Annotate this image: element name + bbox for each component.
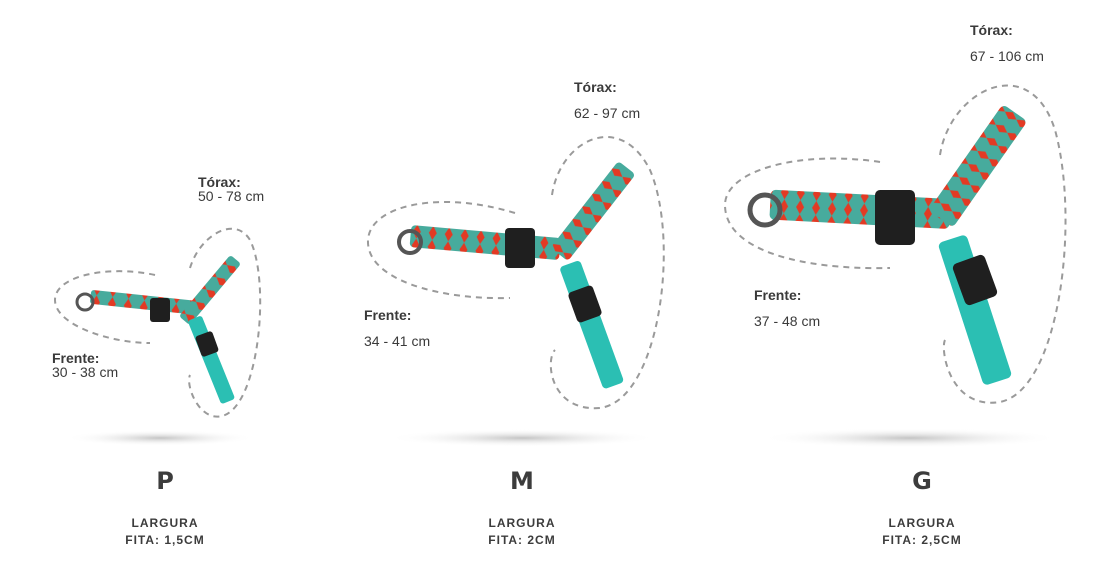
size-letter: M — [510, 467, 534, 495]
width-label: LARGURA — [131, 516, 199, 530]
front-range: 34 - 41 cm — [364, 333, 431, 349]
front-range: 30 - 38 cm — [52, 364, 119, 380]
chest-range: 50 - 78 cm — [198, 188, 265, 204]
chest-range: 62 - 97 cm — [574, 105, 641, 121]
size-letter: P — [156, 467, 174, 495]
chest-label-p: Tórax: 50 - 78 cm — [198, 172, 264, 212]
size-caption-m: M LARGURA FITA: 2CM — [442, 467, 602, 549]
width-label: LARGURA — [888, 516, 956, 530]
chest-title: Tórax: — [970, 22, 1013, 38]
harness-small — [53, 227, 262, 446]
chest-title: Tórax: — [574, 79, 617, 95]
chest-title: Tórax: — [198, 174, 241, 190]
front-label-m: Frente: 34 - 41 cm — [364, 305, 430, 349]
chest-range: 67 - 106 cm — [970, 48, 1044, 64]
front-range: 37 - 48 cm — [754, 313, 821, 329]
harness-medium — [366, 136, 665, 447]
front-label-g: Frente: 37 - 48 cm — [754, 285, 820, 329]
chest-label-g: Tórax: 67 - 106 cm — [970, 20, 1044, 64]
size-letter: G — [912, 467, 932, 495]
front-label-p: Frente: 30 - 38 cm — [52, 348, 118, 388]
front-title: Frente: — [754, 287, 802, 303]
front-title: Frente: — [52, 350, 100, 366]
front-title: Frente: — [364, 307, 412, 323]
width-value: FITA: 2CM — [488, 533, 556, 547]
width-label: LARGURA — [488, 516, 556, 530]
harness-large — [723, 84, 1067, 448]
width-value: FITA: 2,5CM — [882, 533, 962, 547]
size-caption-g: G LARGURA FITA: 2,5CM — [842, 467, 1002, 549]
width-value: FITA: 1,5CM — [125, 533, 205, 547]
size-caption-p: P LARGURA FITA: 1,5CM — [85, 467, 245, 549]
chest-label-m: Tórax: 62 - 97 cm — [574, 77, 640, 121]
